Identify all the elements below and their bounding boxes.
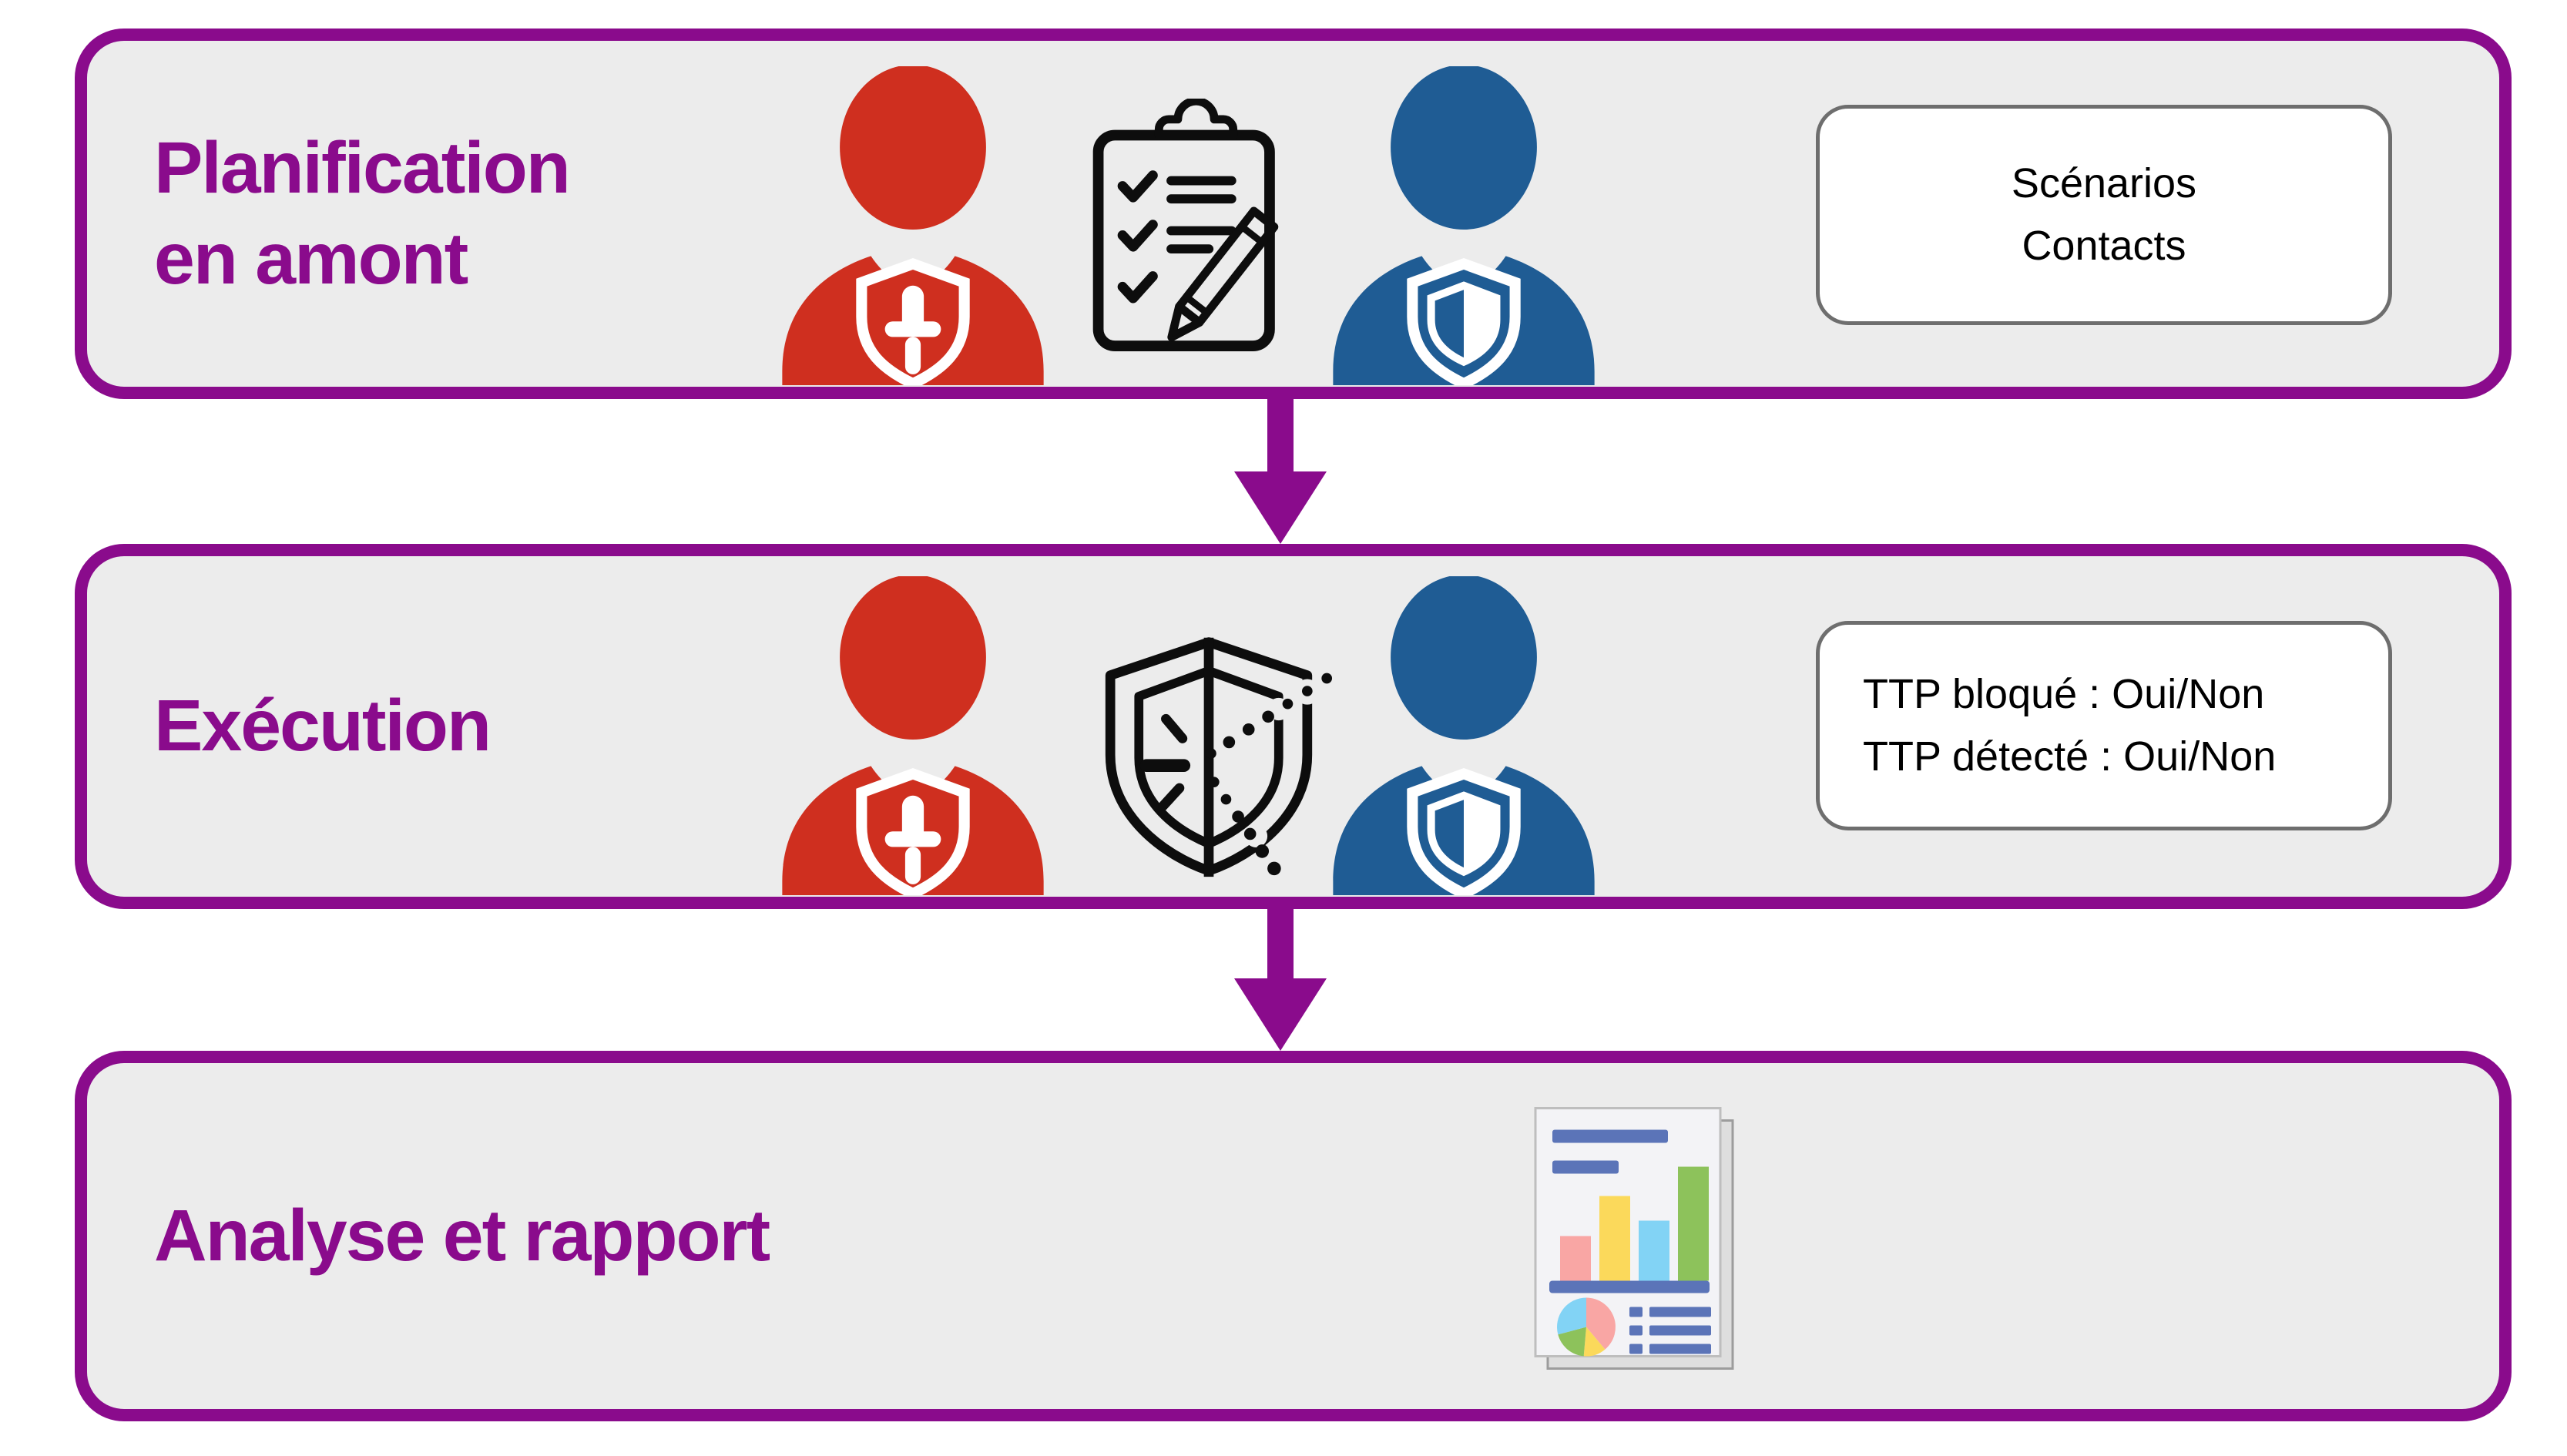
shield-attack-icon [1085, 632, 1333, 880]
note-line: TTP détecté : Oui/Non [1863, 733, 2277, 780]
blue-team-member-icon [1324, 576, 1604, 895]
note-line: Contacts [2022, 223, 2186, 269]
checklist-clipboard-icon [1079, 99, 1314, 364]
step-title-analysis: Analyse et rapport [154, 1051, 770, 1421]
flow-arrow-down-icon [1226, 399, 1334, 544]
step-title-line: Analyse et rapport [154, 1194, 770, 1277]
step-title-line: Exécution [154, 685, 492, 767]
flow-arrow-down-icon [1226, 909, 1334, 1051]
note-line: TTP bloqué : Oui/Non [1863, 671, 2265, 717]
blue-team-member-icon [1324, 66, 1604, 385]
step-panel-analysis [75, 1051, 2512, 1421]
step-title-planning: Planification en amont [154, 29, 571, 399]
red-team-member-icon [773, 66, 1053, 385]
note-box-scenarios: Scénarios Contacts [1816, 105, 2392, 325]
step-title-line: Planification [154, 126, 571, 209]
note-box-ttp: TTP bloqué : Oui/Non TTP détecté : Oui/N… [1816, 621, 2392, 830]
step-title-execution: Exécution [154, 544, 492, 909]
step-title-line: en amont [154, 217, 468, 300]
red-team-member-icon [773, 576, 1053, 895]
report-icon [1529, 1103, 1745, 1377]
note-line: Scénarios [2011, 160, 2197, 206]
